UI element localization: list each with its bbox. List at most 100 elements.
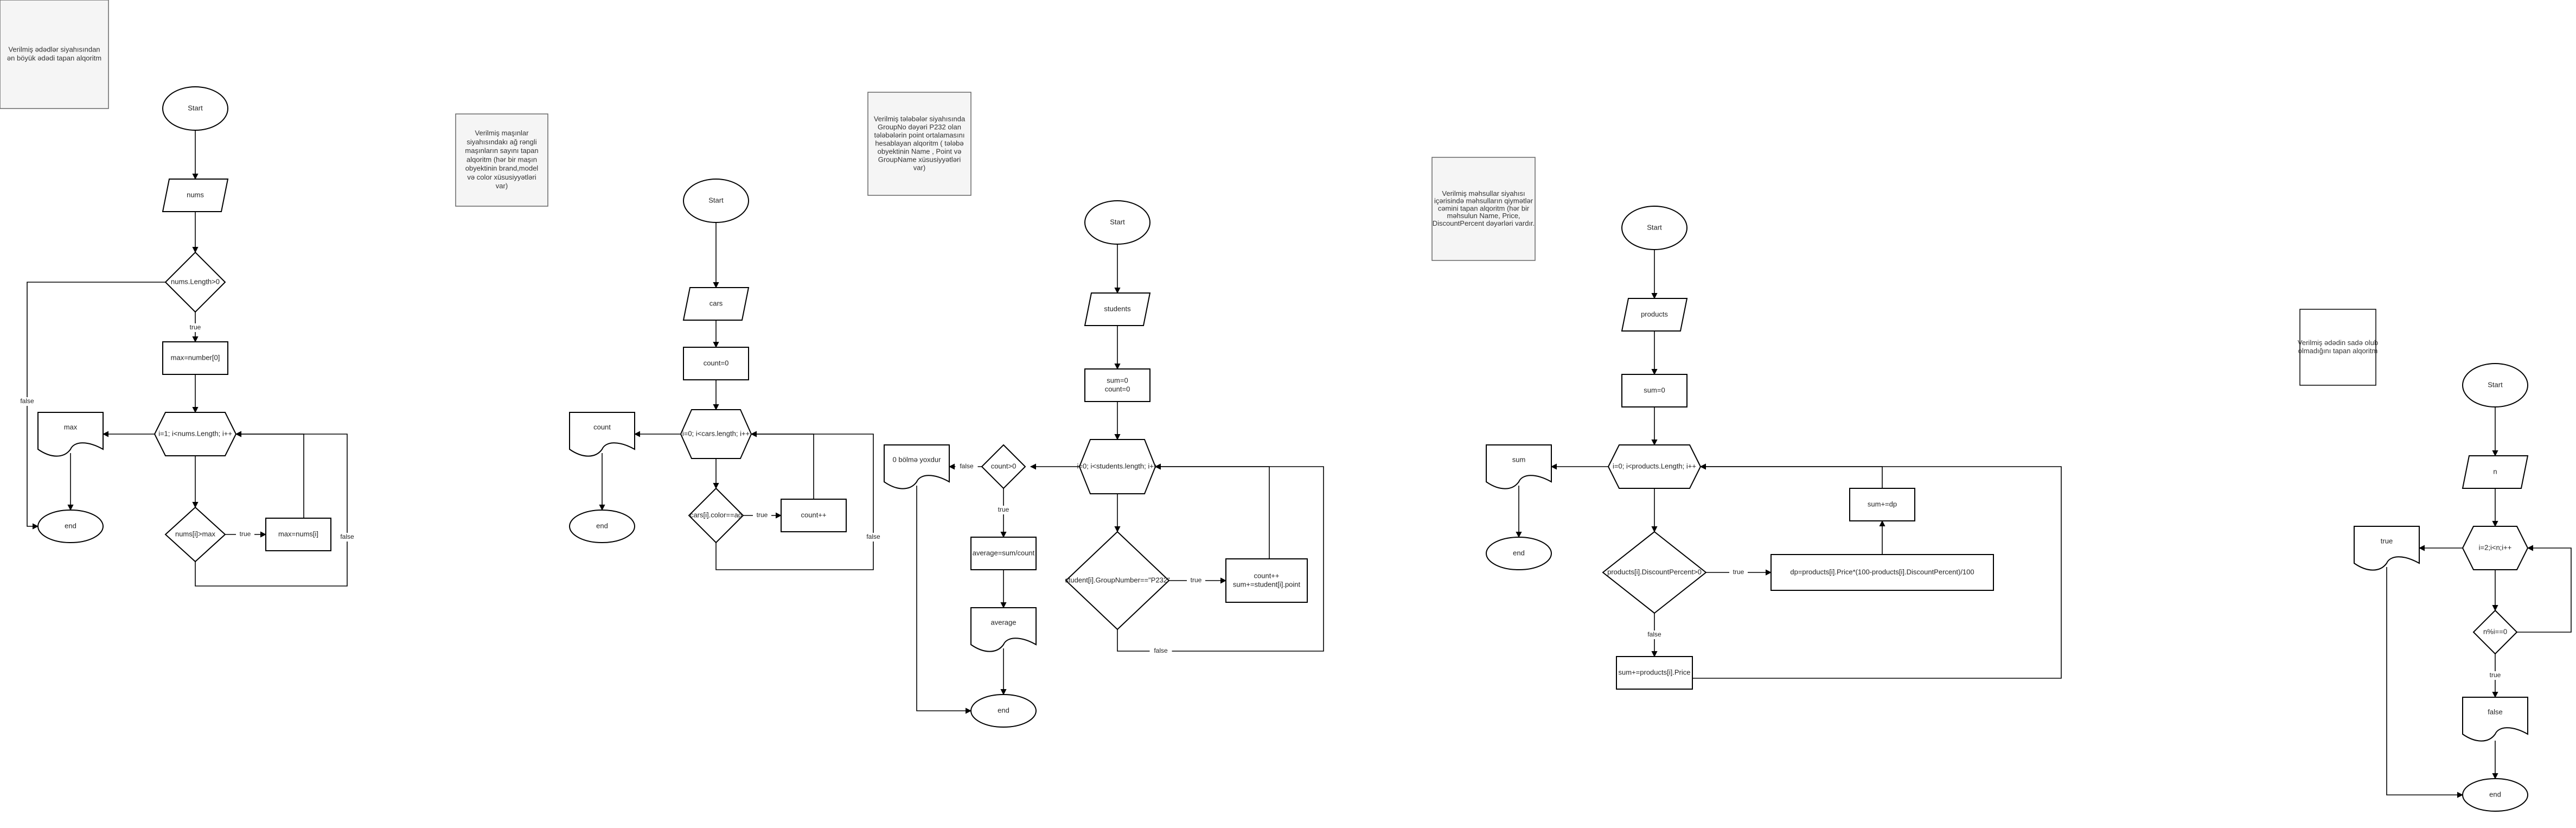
node-e-loop-loop: i=2;i<n;i++ bbox=[2462, 526, 2529, 570]
decision-shape bbox=[1065, 531, 1170, 630]
node-label: n%i==0 bbox=[2483, 627, 2507, 635]
node-a-start-terminator: Start bbox=[162, 86, 228, 131]
node-label: average bbox=[991, 618, 1017, 626]
io-shape bbox=[2462, 455, 2529, 489]
edge-e-true-end bbox=[2386, 567, 2464, 798]
node-e-out-false-document: false bbox=[2462, 697, 2528, 742]
node-label: end bbox=[65, 521, 76, 530]
node-label: count++ bbox=[801, 511, 827, 519]
edge-label-true: true bbox=[1191, 576, 1202, 584]
node-label: sum=0 bbox=[1107, 377, 1128, 385]
node-label: student[i].GroupNumber=="P232" bbox=[1065, 576, 1170, 584]
document-shape bbox=[569, 412, 635, 457]
node-a-init-process: max=number[0] bbox=[162, 341, 228, 375]
edge-label-bg bbox=[1187, 576, 1205, 585]
node-label: i=0; i<products.Length; i++ bbox=[1613, 462, 1696, 470]
terminator-shape bbox=[1084, 200, 1150, 245]
node-label: 0 bölmə yoxdur bbox=[893, 455, 942, 463]
node-label: Start bbox=[2488, 380, 2503, 388]
node-label: count>0 bbox=[991, 462, 1017, 470]
node-b-init-process: count=0 bbox=[683, 347, 749, 380]
edge-label-bg bbox=[2486, 671, 2504, 680]
node-label: max bbox=[64, 423, 78, 431]
node-label: count bbox=[593, 423, 611, 431]
note-box bbox=[455, 113, 548, 207]
note-text: maşınların sayını tapan bbox=[465, 147, 538, 155]
node-label: products bbox=[1641, 310, 1668, 318]
process-shape bbox=[1770, 554, 1994, 591]
node-c-students-io: students bbox=[1084, 292, 1151, 326]
note-text: GroupNo dəyəri P232 olan bbox=[878, 123, 961, 131]
edge-c-cond-loop bbox=[1117, 463, 1324, 652]
node-label: products[i].DiscountPercent>0 bbox=[1607, 568, 1702, 576]
note-text: Verilmiş maşınlar bbox=[475, 129, 529, 137]
node-label: count=0 bbox=[1105, 385, 1130, 393]
edge-label-bg bbox=[1149, 647, 1172, 655]
node-c-start-terminator: Start bbox=[1084, 200, 1150, 245]
node-label: i=0; i<students.length; i++ bbox=[1077, 462, 1158, 470]
process-shape bbox=[1225, 558, 1308, 603]
note-text: Verilmiş ədədlər siyahısından bbox=[8, 45, 100, 53]
edge-c-acc-loop bbox=[1154, 463, 1270, 559]
node-c-acc-process: count++sum+=student[i].point bbox=[1225, 558, 1308, 603]
process-shape bbox=[683, 347, 749, 380]
node-label: Start bbox=[188, 104, 203, 112]
node-label: count=0 bbox=[704, 359, 729, 367]
node-c-err-document: 0 bölmə yoxdur bbox=[884, 444, 950, 489]
note-text: DiscountPercent dəyərləri vardır. bbox=[1433, 219, 1535, 227]
node-d-cond-decision: products[i].DiscountPercent>0 bbox=[1602, 531, 1707, 614]
node-label: sum+=student[i].point bbox=[1233, 580, 1301, 588]
node-d-sum1-process: sum+=dp bbox=[1849, 488, 1915, 521]
edge-label-true: true bbox=[1733, 568, 1744, 576]
node-label: count++ bbox=[1254, 572, 1280, 580]
node-label: cars[i].color==ağ bbox=[690, 511, 742, 519]
node-label: sum+=products[i].Price bbox=[1619, 668, 1691, 676]
edge-label-bg bbox=[1729, 568, 1748, 577]
node-b-start-terminator: Start bbox=[683, 179, 749, 223]
node-b-out-document: count bbox=[569, 412, 635, 457]
node-a-end-terminator: end bbox=[37, 509, 104, 543]
note-box bbox=[867, 92, 971, 196]
process-shape bbox=[265, 518, 331, 551]
node-b-inc-process: count++ bbox=[781, 499, 847, 532]
edge-label-bg bbox=[236, 530, 254, 539]
edge-label-false: false bbox=[960, 462, 974, 470]
io-shape bbox=[1084, 292, 1151, 326]
edge-label-bg bbox=[16, 397, 39, 406]
edge-label-true: true bbox=[240, 530, 251, 538]
terminator-shape bbox=[162, 86, 228, 131]
loop-shape bbox=[2462, 526, 2529, 570]
node-d-end-terminator: end bbox=[1486, 537, 1552, 570]
edge-label-bg bbox=[1643, 630, 1666, 639]
edge-label-true: true bbox=[2490, 671, 2501, 679]
node-label: average=sum/count bbox=[973, 549, 1035, 557]
process-shape bbox=[781, 499, 847, 532]
edge-c-err-end bbox=[916, 486, 972, 714]
note-box bbox=[2299, 309, 2376, 386]
node-label: false bbox=[2488, 708, 2502, 716]
note-text: məhsulun Name, Price, bbox=[1447, 212, 1520, 220]
edge-a-cond1-end bbox=[27, 282, 165, 530]
edge-label-bg bbox=[955, 462, 978, 471]
note-text: tələbələrin point ortalamasını bbox=[874, 131, 965, 139]
note-text: Verilmiş tələbələr siyahısında bbox=[874, 114, 966, 123]
node-label: Start bbox=[1110, 218, 1125, 226]
note-text: və color xüsusiyyətləri bbox=[467, 173, 536, 181]
edge-a-set-loop bbox=[235, 431, 304, 518]
edge-label-bg bbox=[336, 533, 359, 542]
process-shape bbox=[162, 341, 228, 375]
io-shape bbox=[162, 179, 229, 212]
edge-b-cond-loop bbox=[715, 431, 874, 570]
edge-label-bg bbox=[753, 511, 771, 520]
terminator-shape bbox=[2462, 778, 2528, 812]
note-box bbox=[0, 0, 109, 109]
decision-shape bbox=[2472, 609, 2518, 655]
decision-shape bbox=[164, 506, 226, 563]
node-label: end bbox=[2489, 790, 2501, 798]
document-shape bbox=[37, 412, 104, 457]
node-d-init-process: sum=0 bbox=[1621, 374, 1687, 407]
